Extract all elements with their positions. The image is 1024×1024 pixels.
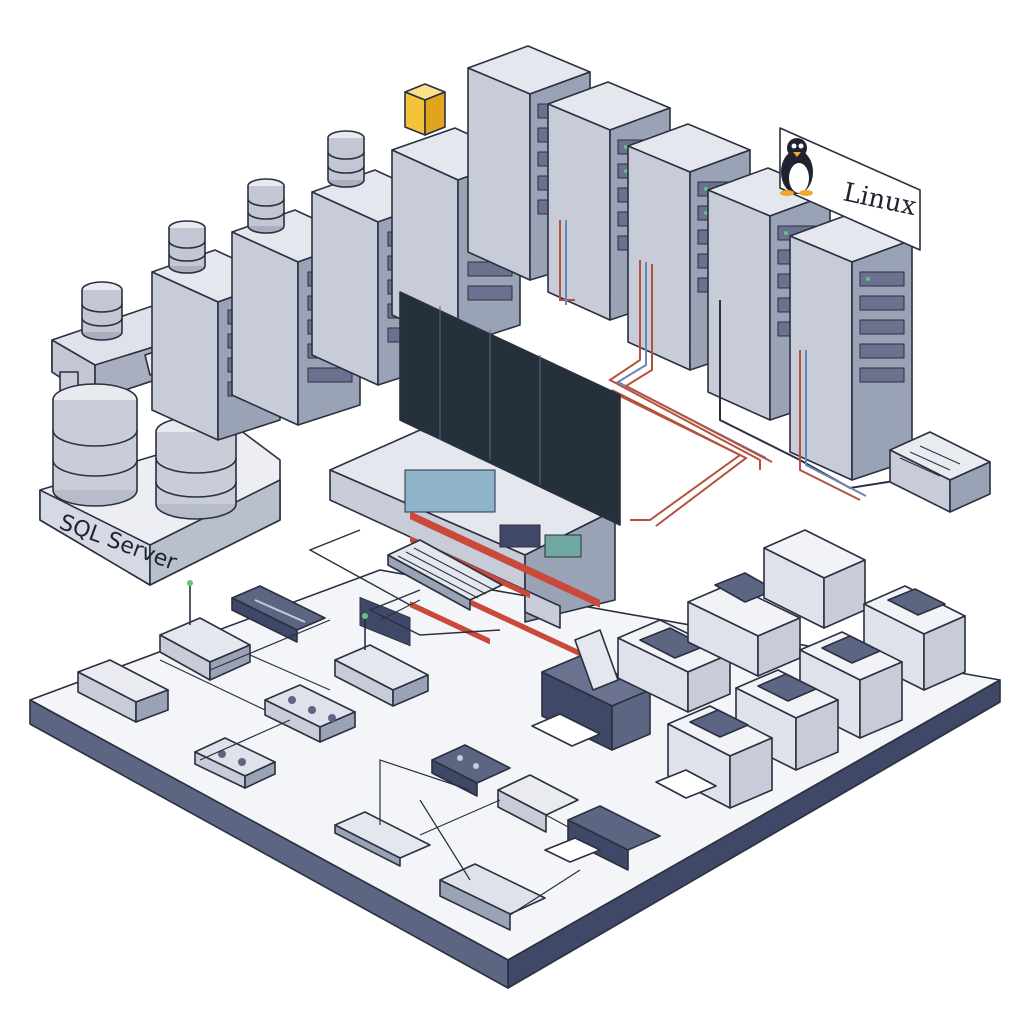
router-icon (334, 613, 429, 707)
patch-panel (889, 431, 991, 513)
router-icon (159, 580, 251, 681)
switch-icon (231, 585, 326, 643)
printer-icon (799, 631, 903, 739)
printer-icon (531, 629, 651, 751)
printer-icon (763, 529, 866, 629)
server-rack-linux (789, 213, 913, 481)
hub-icon (194, 737, 276, 789)
printer-icon (544, 805, 661, 871)
database-cylinder-icon (168, 220, 206, 274)
console-cables (308, 529, 501, 636)
control-console (329, 429, 616, 647)
printer-icon (617, 619, 731, 713)
printer-icon (863, 585, 966, 691)
center-floor-cables (379, 759, 581, 916)
database-cylinder-icon (52, 383, 138, 507)
database-cylinder-icon (327, 130, 365, 188)
database-cylinder-icon (247, 178, 285, 234)
linux-sign: Linux (779, 127, 921, 251)
floor-cables (159, 599, 421, 761)
printer-icon (687, 572, 801, 677)
keyboard-icon (334, 811, 431, 867)
folder-icon (404, 83, 446, 136)
penguin-icon (780, 138, 813, 196)
keyboard-icon (387, 539, 503, 611)
switch-icon (431, 744, 511, 797)
printer-icon (735, 669, 839, 771)
network-cables (559, 220, 901, 527)
database-cylinder-icon (81, 281, 123, 341)
printer-icon (655, 705, 773, 809)
patch-panel (77, 659, 169, 723)
